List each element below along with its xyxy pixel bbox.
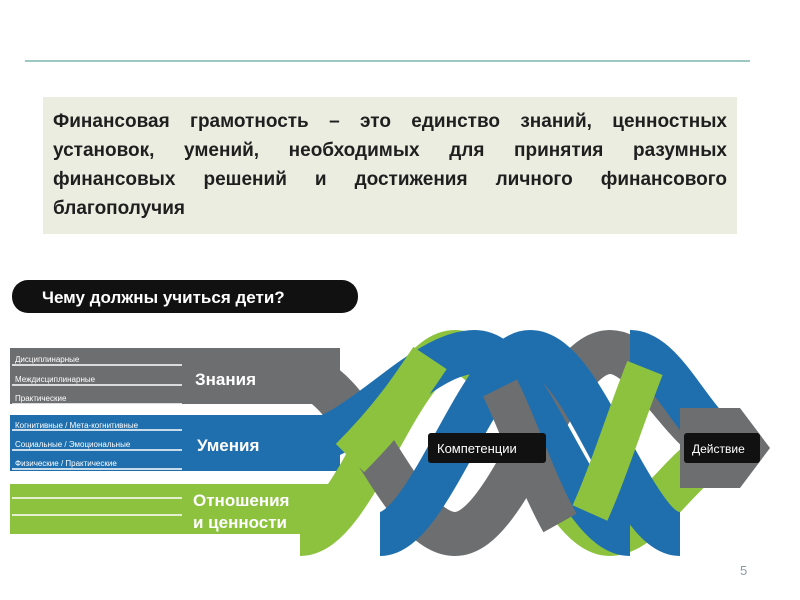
diagram-heading: Чему должны учиться дети?	[42, 288, 285, 307]
green-strand	[572, 360, 663, 521]
diagram-heading-bar	[12, 280, 358, 313]
knowledge-item: Междисциплинарные	[15, 375, 96, 384]
skills-item: Физические / Практические	[15, 459, 117, 468]
green-strand	[335, 346, 447, 473]
knowledge-item: Дисциплинарные	[15, 355, 80, 364]
skills-band	[10, 415, 340, 471]
action-label: Действие	[692, 442, 745, 456]
page-number: 5	[740, 563, 748, 578]
competencies-label: Компетенции	[437, 441, 517, 456]
attitudes-label-line2: и ценности	[193, 513, 287, 532]
knowledge-band	[10, 348, 340, 404]
action-badge	[684, 433, 760, 463]
definition-text: Финансовая грамотность – это единство зн…	[53, 111, 727, 219]
competencies-badge	[428, 433, 546, 463]
top-divider	[25, 60, 750, 62]
knowledge-label: Знания	[195, 370, 256, 389]
competencies-diagram: Чему должны учиться дети? Дисциплинарные…	[10, 280, 770, 556]
definition-box	[43, 97, 737, 234]
skills-label: Умения	[197, 436, 259, 455]
knowledge-item: Практические	[15, 394, 67, 403]
skills-item: Социальные / Эмоциональные	[15, 440, 131, 449]
skills-item: Когнитивные / Мета-когнитивные	[15, 421, 139, 430]
attitudes-label-line1: Отношения	[193, 491, 289, 510]
attitudes-band	[10, 484, 340, 534]
